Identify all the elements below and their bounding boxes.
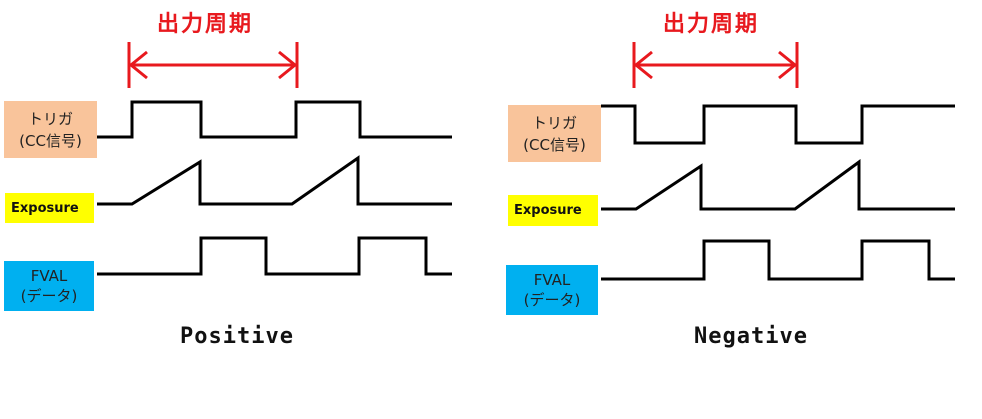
fval-label-line2: (データ): [20, 287, 78, 305]
trigger-label-line1: トリガ: [27, 109, 73, 128]
negative-exposure-label: Exposure: [508, 195, 598, 226]
period-arrow-left-head: [128, 50, 148, 80]
trigger-label-line2: (CC信号): [19, 131, 82, 150]
fval-label-line1: FVAL: [533, 271, 571, 289]
negative-period-arrow: [632, 42, 799, 88]
exposure-label-text: Exposure: [11, 200, 79, 216]
positive-exposure-waveform: [97, 155, 452, 206]
positive-fval-waveform: [97, 236, 452, 276]
negative-trigger-waveform: [601, 104, 955, 145]
negative-caption: Negative: [694, 324, 808, 349]
positive-timing-diagram: [97, 42, 452, 276]
positive-period-label: 出力周期: [157, 12, 254, 37]
fval-label-line2: (データ): [523, 291, 581, 309]
positive-trigger-label: トリガ (CC信号): [4, 101, 97, 158]
positive-exposure-label: Exposure: [5, 193, 94, 223]
positive-trigger-waveform: [97, 100, 452, 139]
trigger-label-line2: (CC信号): [523, 135, 586, 154]
negative-fval-waveform: [601, 239, 955, 281]
positive-caption: Positive: [180, 324, 294, 349]
positive-fval-label: FVAL (データ): [4, 261, 94, 311]
positive-period-arrow: [127, 42, 299, 88]
negative-period-label: 出力周期: [663, 12, 760, 37]
trigger-label-line1: トリガ: [531, 113, 577, 132]
exposure-label-text: Exposure: [514, 203, 582, 218]
negative-fval-label: FVAL (データ): [506, 265, 598, 315]
fval-label-line1: FVAL: [30, 267, 68, 285]
negative-trigger-label: トリガ (CC信号): [508, 105, 601, 162]
positive-panel: 出力周期 トリガ (CC信号) Exposure FVAL (データ) Posi…: [4, 12, 452, 349]
negative-panel: 出力周期 トリガ (CC信号) Exposure FVAL (データ) Nega…: [491, 0, 982, 419]
negative-timing-diagram: [601, 42, 955, 281]
period-arrow-right-head: [278, 50, 298, 80]
period-arrow-left-head: [633, 50, 653, 80]
period-arrow-right-head: [778, 50, 798, 80]
negative-exposure-waveform: [601, 159, 955, 211]
